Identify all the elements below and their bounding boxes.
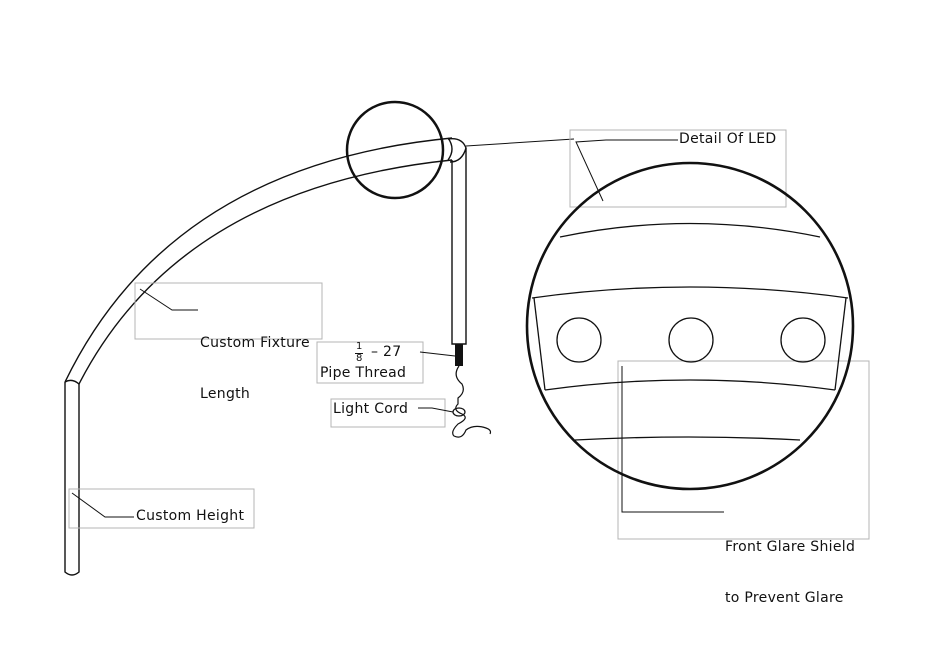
pipe-thread-line2: Pipe Thread: [320, 365, 407, 381]
glare-shield-right-side: [834, 297, 847, 391]
label-custom-height: Custom Height: [136, 508, 245, 524]
pipe-thread-numerator: 1: [356, 341, 363, 352]
led-array: [556, 317, 826, 363]
label-custom-fixture-length: Custom Fixture Length: [200, 301, 310, 420]
leader-fixture-length: [139, 288, 198, 311]
vertical-fixture: [447, 138, 467, 345]
leader-glare-shield: [621, 366, 724, 513]
callout-box-custom-height: [68, 488, 255, 529]
arm-outer-edge: [64, 137, 453, 383]
callout-box-fixture-length: [134, 282, 323, 340]
fixture-body: [64, 137, 453, 576]
pipe-thread-fraction-bar: [355, 353, 363, 354]
arm-joint: [64, 379, 80, 385]
leader-pipe-thread: [419, 351, 456, 357]
label-detail-of-led: Detail Of LED: [679, 131, 777, 147]
leader-detail-led: [575, 139, 678, 202]
leader-light-cord: [418, 407, 454, 413]
light-cord-wire: [452, 365, 492, 438]
arm-inner-edge: [78, 159, 453, 385]
glare-shield-left-side: [533, 297, 546, 391]
label-light-cord: Light Cord: [333, 401, 409, 417]
glare-shield-upper-edge: [531, 286, 849, 299]
arm-end-cap: [447, 137, 453, 161]
callout-box-pipe-thread: [316, 341, 424, 384]
callout-boxes: [68, 129, 870, 540]
custom-fixture-line1: Custom Fixture: [200, 335, 310, 351]
pole-outline: [64, 382, 80, 576]
detail-leader-line: [465, 138, 575, 147]
pipe-thread-denominator: 8: [356, 353, 363, 364]
led-2: [668, 317, 714, 363]
label-glare-shield: Front Glare Shield to Prevent Glare: [725, 505, 855, 624]
pipe-thread-fitting: [455, 344, 463, 366]
housing-top-edge: [559, 222, 821, 238]
detail-enlarged-circle: [525, 161, 855, 491]
vertical-tube: [451, 148, 467, 345]
led-detail-view: [525, 161, 855, 491]
leader-lines: [71, 139, 724, 518]
callout-box-detail-led: [569, 129, 787, 208]
custom-fixture-line2: Length: [200, 386, 251, 402]
leader-custom-height: [71, 492, 134, 518]
housing-bottom-edge: [574, 436, 801, 441]
callout-box-light-cord: [330, 398, 446, 428]
callout-box-glare-shield: [617, 360, 870, 540]
glare-shield-lower-edge: [544, 379, 836, 391]
led-3: [780, 317, 826, 363]
led-1: [556, 317, 602, 363]
glare-shield-line1: Front Glare Shield: [725, 539, 856, 555]
pipe-thread-size: – 27: [371, 344, 402, 360]
detail-marker-circle: [345, 100, 445, 200]
glare-shield-line2: to Prevent Glare: [725, 590, 844, 606]
